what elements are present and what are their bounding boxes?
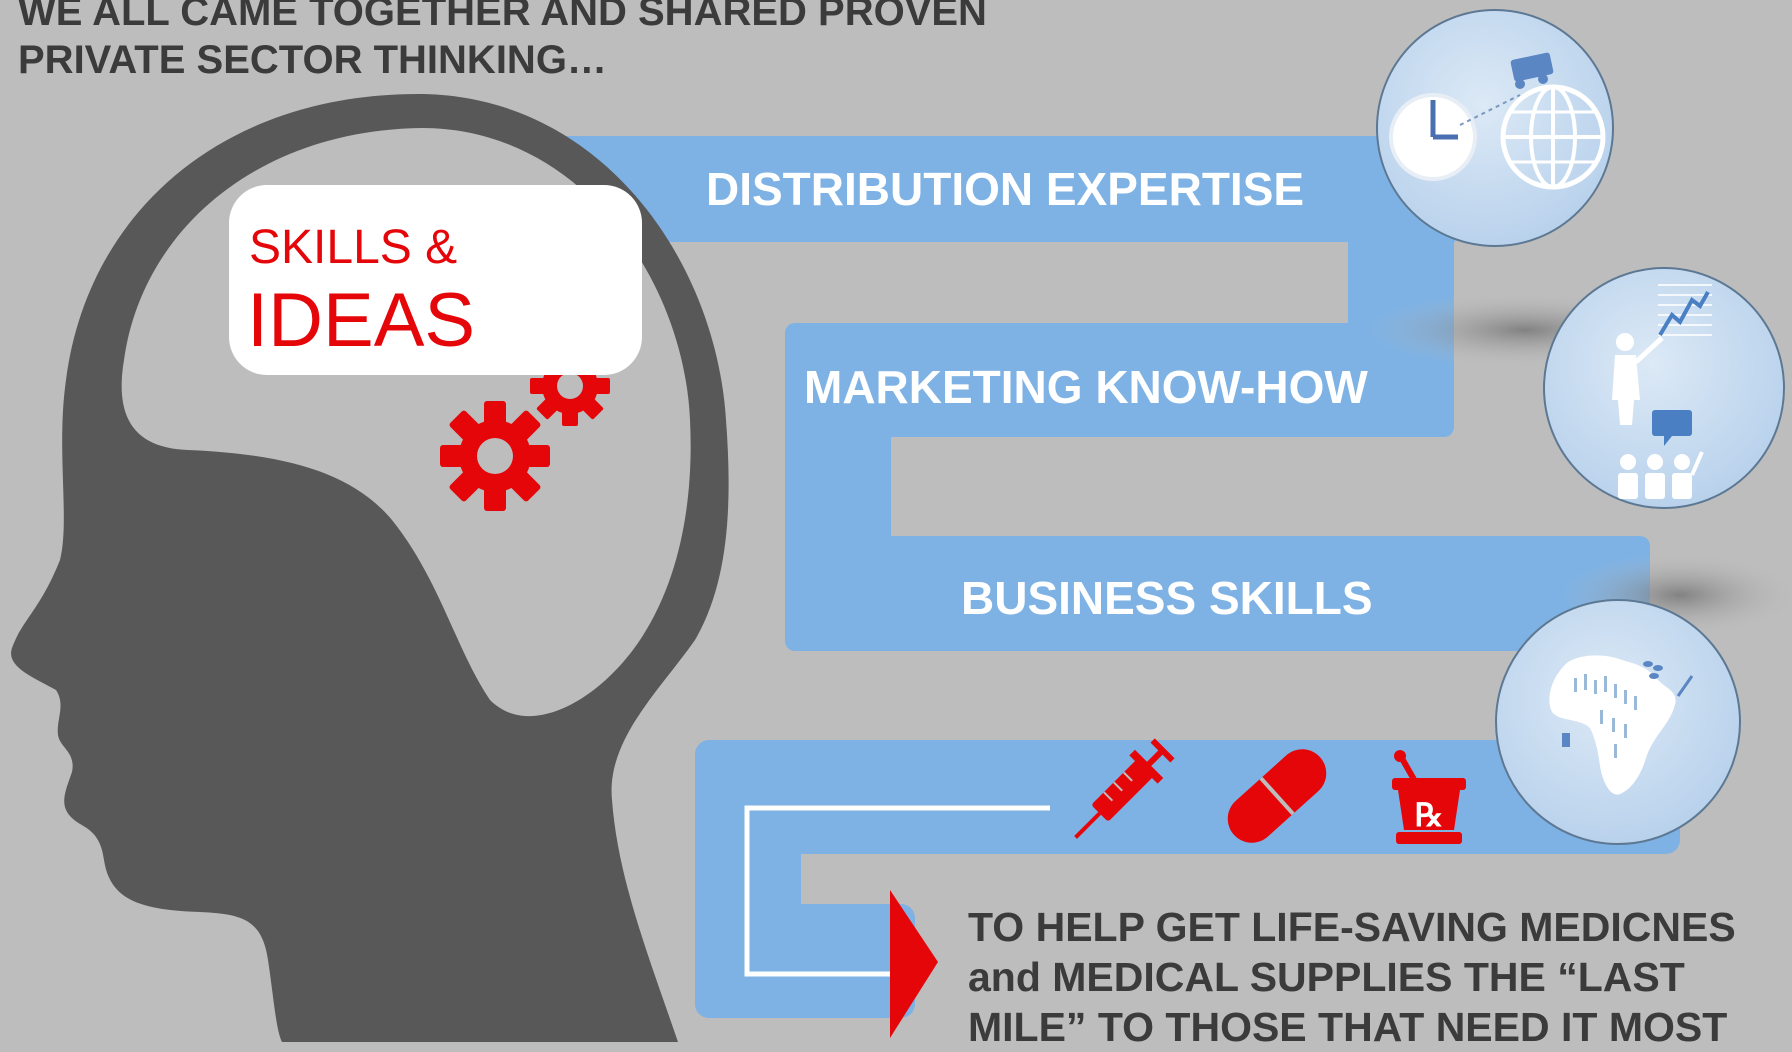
step-label-distribution: DISTRIBUTION EXPERTISE [706,163,1305,215]
presenter-chart-icon [1543,267,1785,509]
outcome-line-3: MILE” TO THOSE THAT NEED IT MOST [968,1004,1728,1050]
outcome-line-2: and MEDICAL SUPPLIES THE “LAST [968,954,1685,1000]
outcome-arrow-head [890,890,938,1038]
gear-large-icon [440,401,550,511]
headline-line-2: PRIVATE SECTOR THINKING… [18,38,607,82]
step-label-marketing: MARKETING KNOW-HOW [804,361,1368,413]
clock-truck-globe-icon [1376,9,1614,247]
skills-label: SKILLS & [249,221,458,274]
route-segment-distribution [555,136,1455,242]
route-segment-business [785,536,1650,651]
headline-line-1: WE ALL CAME TOGETHER AND SHARED PROVEN [18,0,987,34]
ideas-label: IDEAS [247,278,476,363]
outcome-arrow-line [744,805,1050,977]
route-connector-2 [785,400,891,560]
headline: WE ALL CAME TOGETHER AND SHARED PROVEN P… [18,0,987,84]
pill-icon [1227,749,1327,843]
skills-bubble [229,185,642,375]
outcome-text: TO HELP GET LIFE-SAVING MEDICNES and MED… [968,902,1768,1052]
route-segment-final [695,904,915,1018]
africa-map-icon [1495,599,1741,845]
syringe-icon [1074,738,1175,839]
outcome-line-1: TO HELP GET LIFE-SAVING MEDICNES [968,904,1736,950]
rx-mortar-icon: ℞ [1392,750,1466,844]
step-label-business: BUSINESS SKILLS [961,572,1373,624]
svg-text:℞: ℞ [1415,797,1444,833]
route-segment-marketing [785,323,1454,437]
